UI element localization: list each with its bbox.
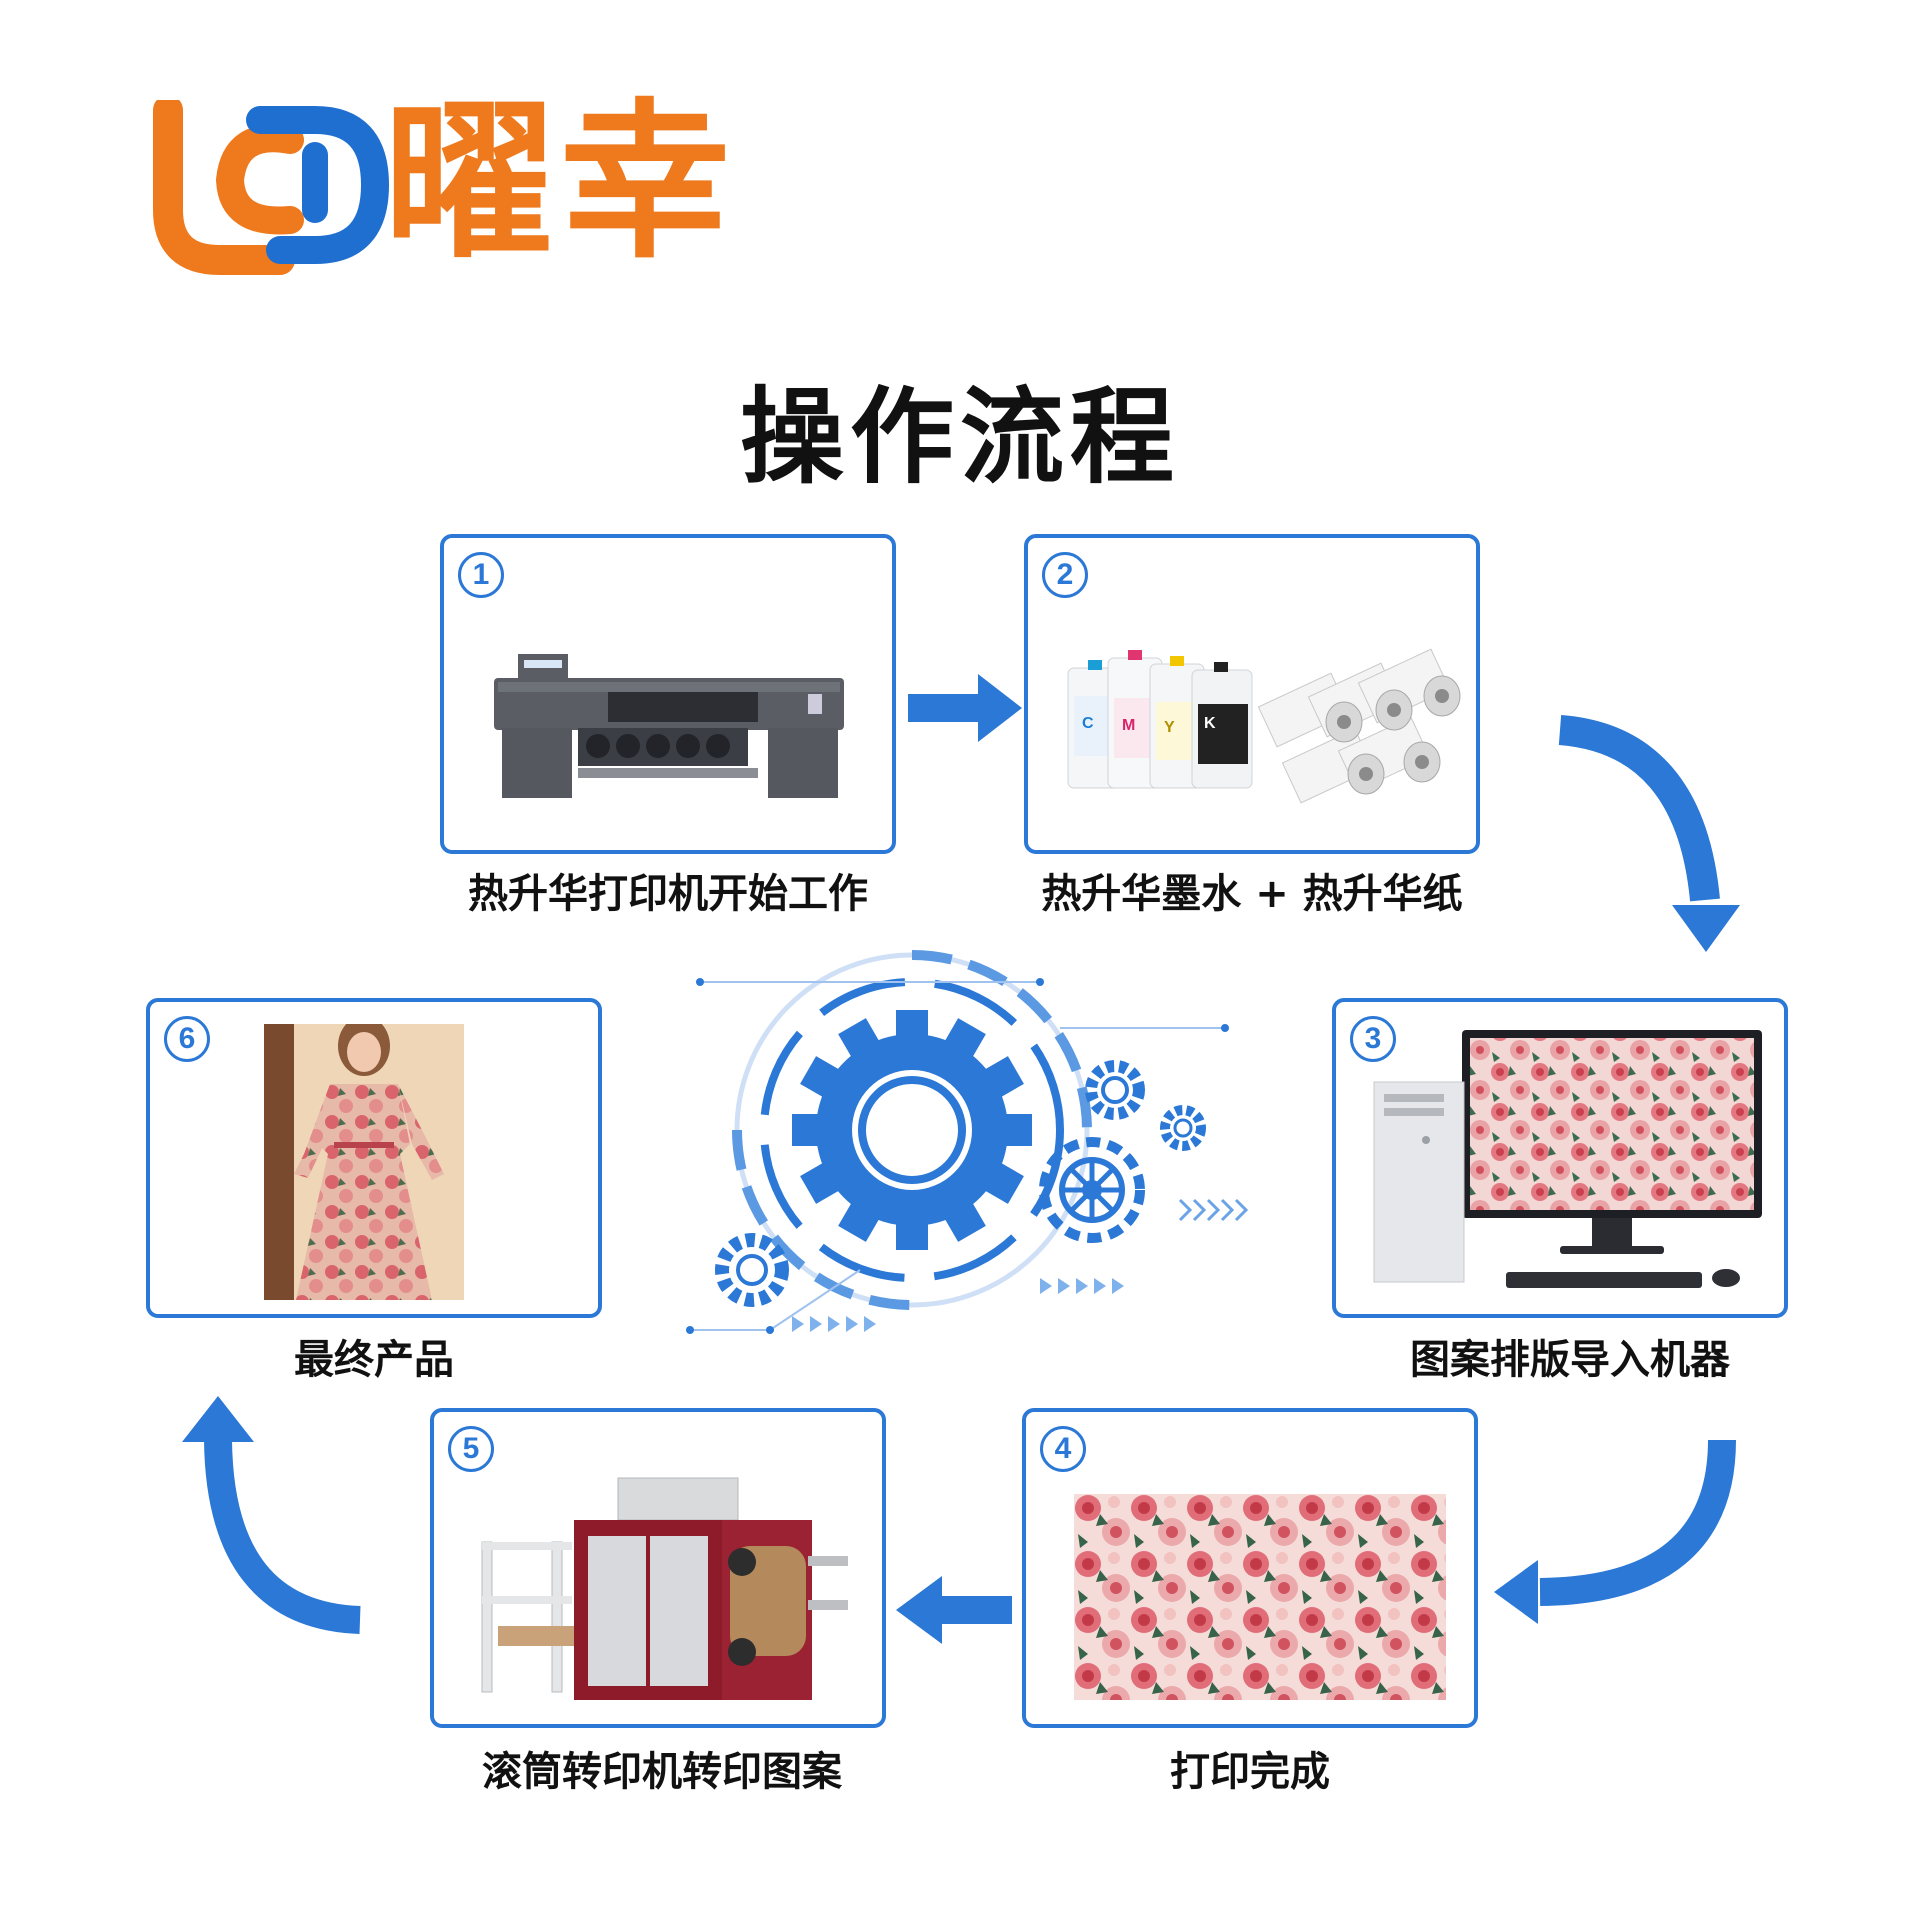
gear-graphic <box>686 955 1246 1334</box>
arrow-curve-2-to-3 <box>1560 730 1740 952</box>
arrow-right-1-to-2 <box>908 674 1022 742</box>
arrow-curve-5-to-6 <box>182 1396 360 1620</box>
arrow-curve-3-to-4 <box>1494 1440 1722 1624</box>
arrow-left-4-to-5 <box>896 1576 1012 1644</box>
